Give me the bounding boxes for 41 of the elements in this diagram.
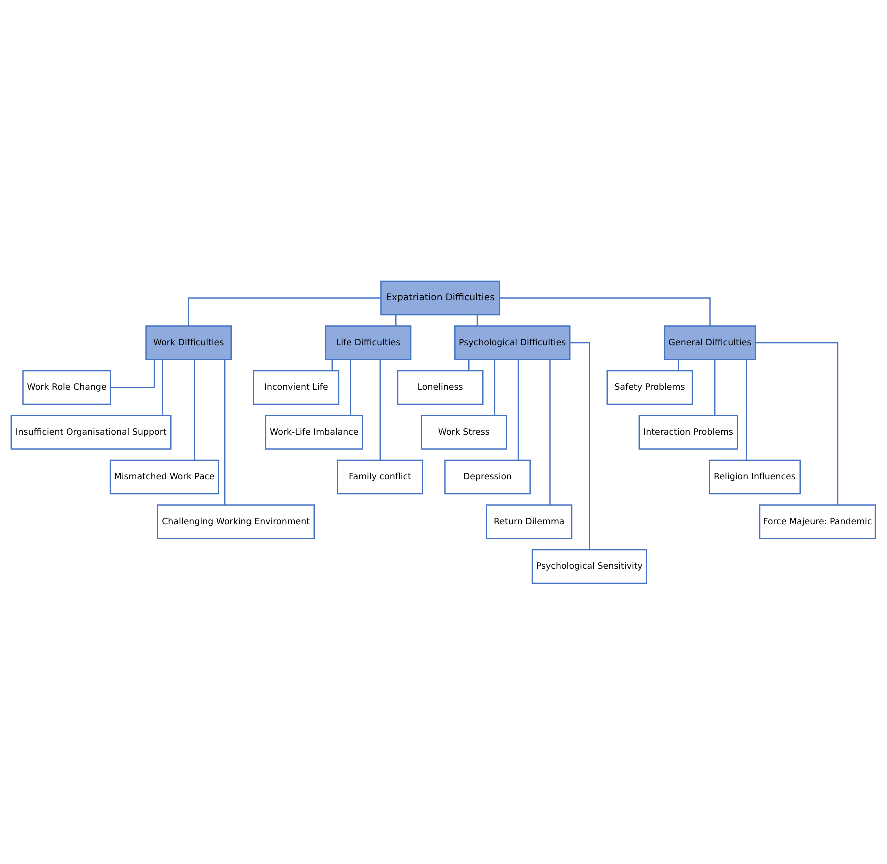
connector xyxy=(224,359,226,505)
connector xyxy=(380,360,382,460)
node-box: Challenging Working Environment xyxy=(157,504,316,539)
node-box: Inconvient Life xyxy=(253,370,340,405)
node-box: Work Stress xyxy=(420,414,508,450)
connector xyxy=(570,342,590,550)
node-box: Interaction Problems xyxy=(638,414,738,450)
node-box: Psychological Difficulties xyxy=(454,325,571,360)
node-box: Expatriation Difficulties xyxy=(380,280,501,316)
node-box: Loneliness xyxy=(397,370,484,405)
node-box: Religion Influences xyxy=(709,459,801,494)
connector xyxy=(350,359,352,415)
connector xyxy=(756,342,839,505)
connector xyxy=(188,297,382,326)
node-box: Depression xyxy=(444,459,531,494)
node-box: General Difficulties xyxy=(664,325,756,360)
connector xyxy=(194,360,196,460)
connector xyxy=(111,359,156,388)
node-box: Psychological Sensitivity xyxy=(532,548,648,584)
node-box: Insufficient Organisational Support xyxy=(10,414,172,450)
connector xyxy=(518,360,520,460)
node-box: Force Majeure: Pandemic xyxy=(759,504,876,539)
connector xyxy=(714,359,716,415)
connector xyxy=(162,359,164,415)
connector xyxy=(396,314,397,326)
node-box: Life Difficulties xyxy=(325,325,412,360)
connector xyxy=(332,359,334,370)
node-box: Safety Problems xyxy=(606,370,694,405)
node-box: Mismatched Work Pace xyxy=(110,459,220,494)
connector xyxy=(678,359,680,370)
node-box: Work Role Change xyxy=(22,370,112,405)
connector xyxy=(494,359,496,415)
node-box: Work Difficulties xyxy=(146,325,232,360)
connector xyxy=(550,359,551,505)
node-box: Return Dilemma xyxy=(486,504,573,539)
connector xyxy=(500,297,711,326)
connector xyxy=(476,314,478,326)
node-box: Work-Life Imbalance xyxy=(265,414,364,450)
node-box: Family conflict xyxy=(337,459,424,494)
connector xyxy=(468,359,470,370)
connector xyxy=(746,360,748,460)
